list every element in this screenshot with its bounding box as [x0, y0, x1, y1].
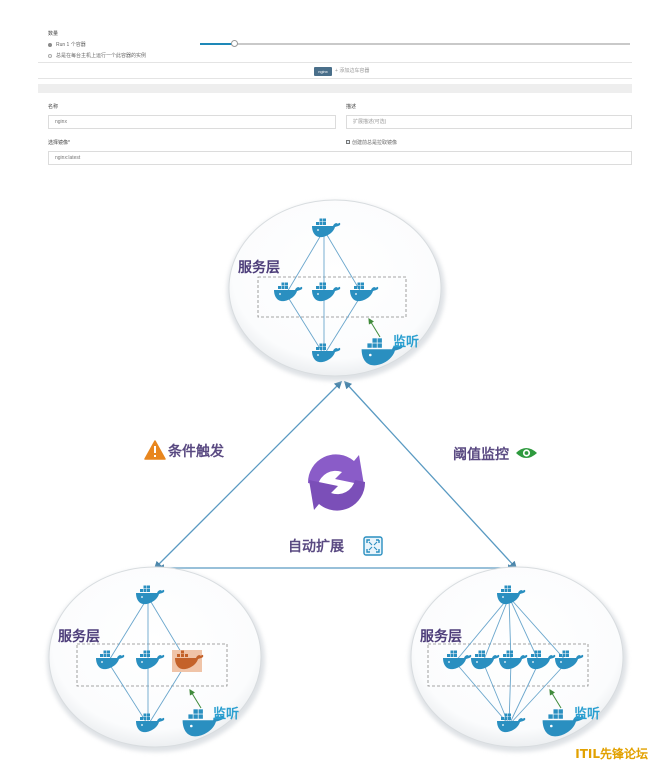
- warning-icon: [144, 440, 166, 460]
- right-layer-label: 服务层: [420, 628, 462, 645]
- brand-watermark: ITIL先锋论坛: [575, 747, 648, 761]
- right-listen-label: 监听: [574, 706, 600, 722]
- radio-run-label: Run 1 个容器: [56, 42, 86, 48]
- divider: [38, 62, 632, 63]
- cycle-arrows-icon: [307, 454, 366, 511]
- quantity-label: 数量: [48, 31, 59, 37]
- name-field[interactable]: nginx: [48, 115, 336, 129]
- radio-always-label: 总是在每台主机上运行一个此容器的实例: [56, 53, 147, 59]
- left-connector: [153, 380, 343, 570]
- auto-scaling-diagram: 服务层 监听 服务层 监听: [47, 199, 627, 752]
- expand-icon: [363, 536, 383, 556]
- scaling-triangle: [153, 380, 518, 572]
- name-label: 名称: [48, 104, 59, 110]
- listen-arrow: [368, 317, 381, 338]
- image-field[interactable]: nginx:latest: [48, 151, 632, 165]
- left-listen-label: 监听: [213, 706, 239, 722]
- pull-image-label: 创建前总是拉取镜像: [352, 140, 398, 146]
- top-layer-label: 服务层: [238, 259, 280, 276]
- pull-image-checkbox[interactable]: [346, 140, 350, 144]
- radio-always[interactable]: [48, 54, 52, 58]
- listen-arrow: [549, 688, 562, 709]
- right-connector: [343, 380, 518, 570]
- tab-nginx[interactable]: nginx: [314, 67, 332, 76]
- right-cluster: 服务层 监听: [409, 566, 627, 752]
- slider-thumb[interactable]: [231, 40, 239, 47]
- section-band: [38, 84, 632, 93]
- left-cluster: 服务层 监听: [47, 566, 265, 752]
- desc-field[interactable]: 扩展描述(可选): [346, 115, 632, 129]
- top-cluster: 服务层 监听: [227, 199, 445, 381]
- left-layer-label: 服务层: [58, 628, 100, 645]
- image-label: 选择镜像*: [48, 140, 70, 146]
- threshold-label: 阈值监控: [453, 446, 509, 463]
- eye-icon: [516, 448, 537, 458]
- slider-fill: [200, 43, 235, 45]
- divider: [38, 78, 632, 79]
- container-form-panel: 数量 Run 1 个容器 总是在每台主机上运行一个此容器的实例 nginx + …: [0, 0, 652, 178]
- plus-icon: +: [335, 68, 338, 74]
- service-layer-box: [76, 643, 228, 687]
- desc-label: 描述: [346, 104, 357, 110]
- add-sidecar-label: 添加边车容器: [339, 68, 370, 74]
- new-container-icon: [175, 650, 204, 670]
- scale-slider[interactable]: [200, 40, 630, 47]
- trigger-label: 条件触发: [167, 443, 225, 460]
- top-listen-label: 监听: [393, 334, 419, 350]
- add-sidecar-button[interactable]: + 添加边车容器: [335, 67, 369, 76]
- listen-arrow: [189, 688, 202, 709]
- radio-run[interactable]: [48, 43, 52, 47]
- autoscale-label: 自动扩展: [288, 538, 344, 555]
- service-layer-box: [257, 276, 407, 318]
- service-layer-box: [427, 643, 589, 687]
